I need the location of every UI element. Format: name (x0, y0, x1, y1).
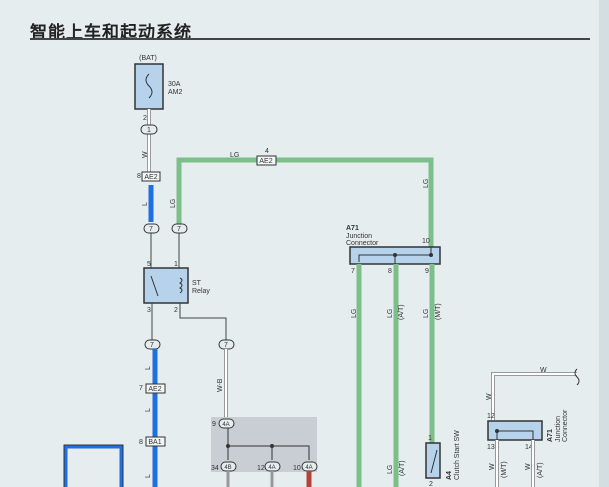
connector-7d-label: 7 (224, 342, 228, 349)
st-relay-box (143, 267, 189, 304)
fuse-source: (BAT) (139, 55, 157, 62)
a71b-pin13: 13 (487, 444, 495, 451)
j12-pin: 12 (257, 465, 265, 472)
title-rule (30, 38, 590, 40)
wire-label-lg-8: LG (387, 309, 394, 318)
a71-pin8: 8 (388, 268, 392, 275)
fuse-rating: 30A (168, 81, 181, 88)
ae2-mid-pin: 4 (265, 148, 269, 155)
a71b-pin14: 14 (525, 444, 533, 451)
relay-pin1: 1 (174, 261, 178, 268)
wire-label-l-2: L (145, 366, 152, 370)
wire-label-at-14: (A/T) (537, 462, 544, 478)
connector-ae2-mid (256, 155, 277, 166)
splice-dot (495, 429, 499, 433)
switch-icon (430, 449, 438, 474)
ba1-pin: 8 (139, 439, 143, 446)
wire-label-wb: W-B (217, 378, 224, 392)
wire-label-lg-7: LG (351, 309, 358, 318)
connector-1-label: 1 (147, 127, 151, 134)
junction-bus (227, 428, 310, 460)
connector-ae2-low (145, 383, 166, 394)
component-box-left-outline (63, 444, 124, 487)
ae2-low-pin: 7 (139, 385, 143, 392)
wire-label-l-1: L (142, 202, 149, 206)
relay-pin3: 3 (147, 307, 151, 314)
wire-label-w-14: W (525, 463, 532, 470)
connector-1 (140, 124, 158, 135)
a71-id: A71 (346, 225, 359, 232)
wire-w-right (492, 373, 577, 420)
wire-label-lg-low: LG (387, 465, 394, 474)
connector-j10-label: 4A (305, 465, 312, 471)
wire-label-lg-9: LG (423, 309, 430, 318)
a4-switch-box (425, 442, 441, 479)
a71-line2: Connector (346, 240, 379, 247)
wire-label-w: W (142, 151, 149, 158)
j10-pin: 10 (293, 465, 301, 472)
relay-name: ST (192, 280, 202, 287)
fuse-icon (145, 73, 153, 99)
wire-break-icon (574, 368, 580, 386)
connector-7c-label: 7 (150, 342, 154, 349)
wire-label-lg-top: LG (230, 152, 239, 159)
a71b-line1: Junction (555, 416, 562, 442)
a4-pin1: 1 (428, 435, 432, 442)
connector-j34-label: 4B (224, 465, 231, 471)
connector-ae2-top-label: AE2 (144, 174, 157, 181)
a71-line1: Junction (346, 233, 372, 240)
component-box-left (64, 445, 123, 487)
connector-ae2-top (141, 171, 161, 182)
wire-label-l-4: L (145, 474, 152, 478)
a71-pin7: 7 (351, 268, 355, 275)
wire-label-lg-left: LG (170, 199, 177, 208)
relay-pin5: 5 (147, 261, 151, 268)
fuse-name: AM2 (168, 89, 183, 96)
connector-7b-label: 7 (177, 226, 181, 233)
page-edge (599, 0, 609, 487)
connector-j12-label: 4A (268, 465, 275, 471)
connector-ba1-label: BA1 (148, 439, 161, 446)
connector-j9 (218, 418, 235, 429)
wire-label-at-low: (A/T) (399, 460, 406, 476)
relay-sub: Relay (192, 288, 210, 295)
a71b-bus (496, 430, 534, 440)
a71-pin9: 9 (425, 268, 429, 275)
j9-pin: 9 (212, 421, 216, 428)
splice-dot (429, 253, 433, 257)
a71b-line2: Connector (562, 409, 569, 442)
connector-ba1 (145, 436, 166, 447)
a71b-pin12: 12 (487, 413, 495, 420)
splice-dot (270, 444, 274, 448)
connector-7a-label: 7 (149, 226, 153, 233)
a4-pin2: 2 (429, 481, 433, 487)
ae2-top-pin: 8 (137, 173, 141, 180)
fuse-pin: 2 (143, 115, 147, 122)
relay-switch-icon (150, 275, 159, 297)
a4-id: A4 (446, 471, 453, 480)
wire-label-mt-9: (M/T) (435, 303, 442, 320)
a4-name: Clutch Start SW (454, 430, 461, 480)
relay-coil-icon (179, 277, 183, 294)
wire-label-w-13: W (489, 463, 496, 470)
j34-pin: 34 (211, 465, 219, 472)
splice-dot (226, 444, 230, 448)
a71-pin10: 10 (422, 238, 430, 245)
wire-lg-loop (176, 157, 434, 248)
wire-label-l-3: L (145, 408, 152, 412)
wire-relay-2 (179, 303, 227, 340)
relay-pin2: 2 (174, 307, 178, 314)
wire-label-at-8: (A/T) (398, 304, 405, 320)
wire-label-w-right-v: W (486, 393, 493, 400)
a71b-id: A71 (547, 429, 554, 442)
wire-label-mt-13: (M/T) (501, 461, 508, 478)
connector-ae2-low-label: AE2 (148, 386, 161, 393)
wire-label-lg-right: LG (423, 179, 430, 188)
wire-label-w-right: W (540, 367, 547, 374)
connector-ae2-mid-label: AE2 (259, 158, 272, 165)
connector-j9-label: 4A (222, 422, 229, 428)
